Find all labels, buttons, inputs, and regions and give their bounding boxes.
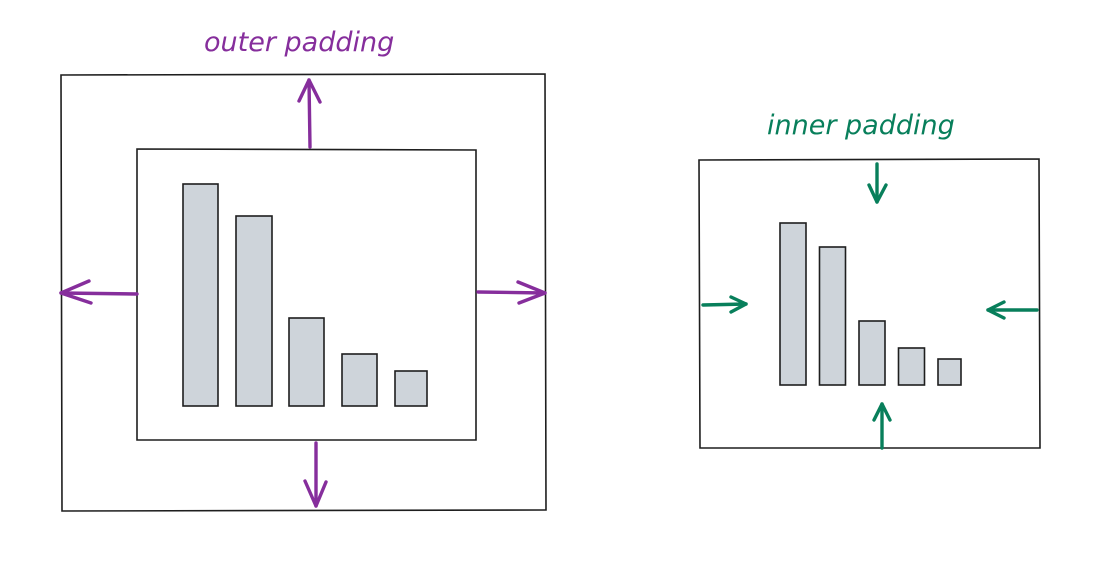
inner-bar-5 [937, 358, 962, 386]
inner-bar-3 [858, 320, 886, 386]
inner-frame [698, 158, 1041, 449]
inner-padding-arrows [701, 162, 1039, 450]
inner-arrow-left-icon [986, 300, 1039, 320]
outer-bar-3 [288, 317, 325, 407]
outer-frame [60, 73, 547, 512]
outer-bars [182, 183, 428, 407]
outer-padding-label: outer padding [204, 27, 394, 58]
outer-plot-area [136, 148, 477, 441]
outer-arrow-down-icon [303, 441, 328, 508]
inner-arrow-right-icon [701, 295, 748, 314]
outer-arrow-left-icon [59, 279, 139, 305]
inner-bar-2 [818, 246, 847, 386]
inner-padding-diagram: inner padding [698, 110, 1041, 450]
inner-arrow-down-icon [867, 162, 888, 204]
inner-padding-label: inner padding [767, 110, 955, 141]
inner-bar-1 [779, 222, 807, 386]
outer-arrow-up-icon [297, 78, 322, 149]
outer-bar-2 [235, 215, 273, 407]
outer-padding-arrows [59, 78, 547, 508]
inner-bar-4 [897, 347, 926, 386]
outer-bar-1 [182, 183, 219, 407]
outer-padding-diagram: outer padding [59, 27, 547, 512]
outer-bar-4 [341, 353, 378, 407]
outer-bar-5 [394, 370, 428, 407]
inner-arrow-up-icon [872, 402, 892, 450]
inner-bars [779, 222, 962, 386]
outer-arrow-right-icon [476, 280, 547, 305]
